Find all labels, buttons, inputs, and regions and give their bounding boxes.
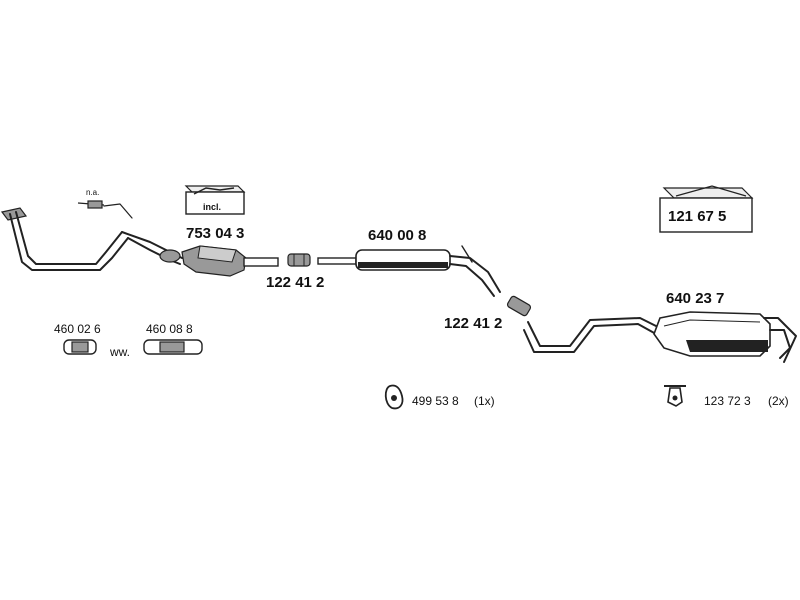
hanger-quantity: (2x) xyxy=(768,394,789,408)
part-number-rear-silencer: 640 23 7 xyxy=(666,290,724,307)
part-number-middle-silencer: 640 00 8 xyxy=(368,227,426,244)
flex-alt-note: ww. xyxy=(109,345,130,359)
flex-pipe-a: 460 02 6 xyxy=(54,322,101,355)
catalytic-converter: 753 04 3 xyxy=(181,225,279,277)
hanger-icon xyxy=(664,385,686,407)
rear-silencer: 640 23 7 xyxy=(523,290,797,363)
part-number-kit-box: 121 67 5 xyxy=(668,208,726,225)
part-number-rubber-ring: 499 53 8 xyxy=(412,394,459,408)
part-number-clamp-left: 122 41 2 xyxy=(266,274,324,291)
rubber-ring-quantity: (1x) xyxy=(474,394,495,408)
front-pipe xyxy=(0,207,183,271)
rubber-ring-icon xyxy=(384,384,404,410)
sensor-note: n.a. xyxy=(86,188,99,197)
incl-note: incl. xyxy=(203,202,221,212)
part-number-flex-a: 460 02 6 xyxy=(54,322,101,336)
middle-silencer: 640 00 8 xyxy=(317,227,501,297)
gasket-kit-box: incl. xyxy=(184,185,246,215)
part-number-flex-b: 460 08 8 xyxy=(146,322,193,336)
part-number-hanger: 123 72 3 xyxy=(704,394,751,408)
part-number-clamp-right: 122 41 2 xyxy=(444,315,502,332)
mounting-kit-box: 121 67 5 xyxy=(659,185,754,233)
part-number-catalyst: 753 04 3 xyxy=(186,225,244,242)
clamp-right: 122 41 2 xyxy=(444,295,532,332)
oxygen-sensor-icon: n.a. xyxy=(77,188,133,219)
clamp-left: 122 41 2 xyxy=(266,253,324,291)
flex-pipe-b: 460 08 8 xyxy=(143,322,203,355)
